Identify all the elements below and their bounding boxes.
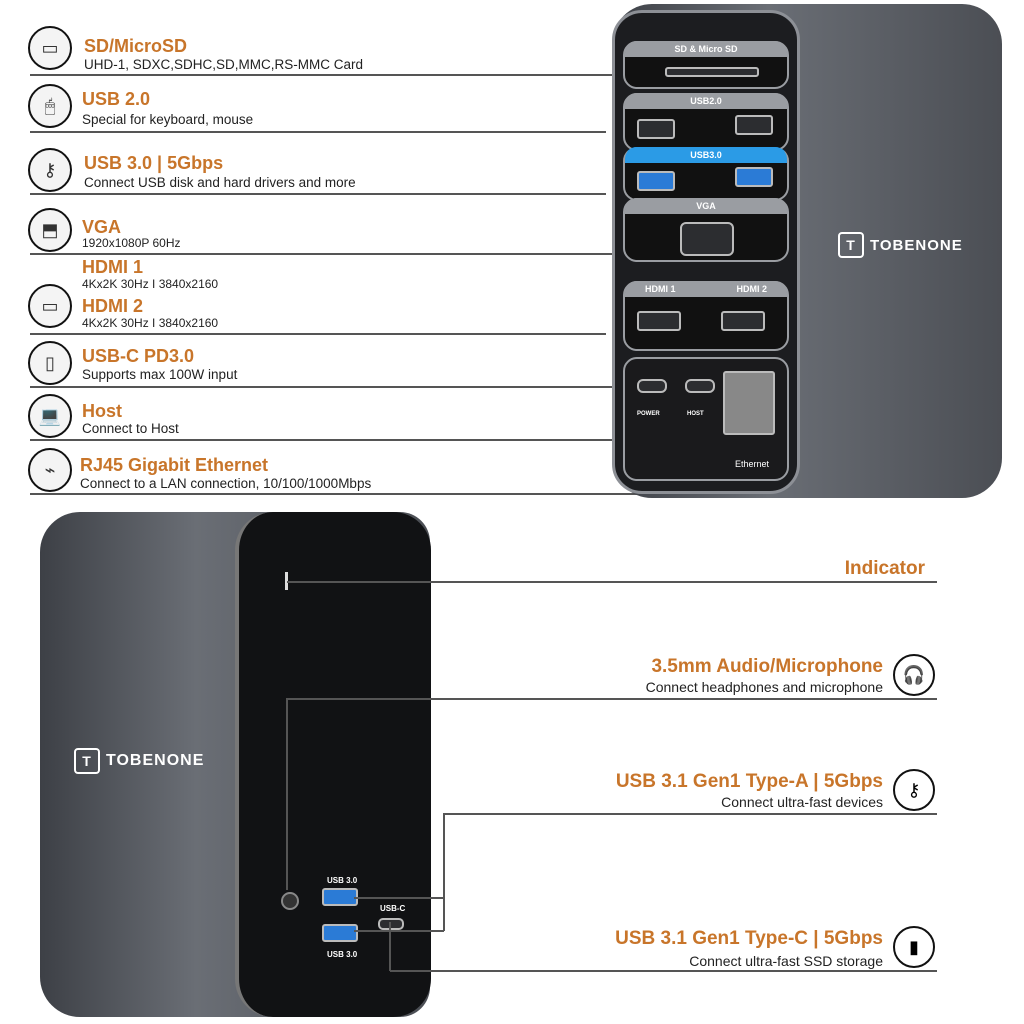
sd-slot[interactable] (665, 67, 759, 77)
feature-title: USB 3.1 Gen1 Type-A | 5Gbps (615, 771, 883, 792)
feature-title: RJ45 Gigabit Ethernet (80, 455, 269, 475)
feature-desc: Special for keyboard, mouse (82, 112, 254, 127)
feature-title: USB 2.0 (82, 89, 151, 109)
feature-title: SD/MicroSD (84, 36, 188, 56)
usb3-port[interactable] (735, 167, 773, 187)
usb-drive-icon: ⚷ (893, 769, 935, 811)
divider (30, 193, 606, 195)
usb-a-line (443, 813, 445, 931)
indicator-light (285, 572, 288, 590)
front-usb3-port[interactable] (322, 888, 358, 906)
usb-c-line (390, 970, 937, 972)
usb3-label: USB3.0 (625, 147, 787, 163)
hdmi1-port[interactable] (637, 311, 681, 331)
audio-jack[interactable] (281, 892, 299, 910)
front-usb3-port[interactable] (322, 924, 358, 942)
hdmi1-label: HDMI 1 (645, 284, 676, 294)
mouse-icon: 🖱 (28, 84, 72, 128)
usbc-power-port[interactable] (637, 379, 667, 393)
feature-desc: Connect ultra-fast devices (721, 794, 883, 810)
feature-desc: Connect headphones and microphone (645, 679, 883, 695)
usb-a-line (444, 813, 937, 815)
brand-logo: T TOBENONE (838, 232, 963, 258)
feature-desc: Connect to a LAN connection, 10/100/1000… (80, 476, 372, 491)
divider (30, 253, 630, 255)
feature-title: HDMI 1 (82, 257, 144, 277)
feature-desc: 4Kx2K 30Hz I 3840x2160 (82, 316, 219, 330)
vga-icon: ⬒ (28, 208, 72, 252)
vga-port[interactable] (680, 222, 734, 256)
feature-title: USB 3.1 Gen1 Type-C | 5Gbps (615, 928, 883, 949)
feature-title: 3.5mm Audio/Microphone (651, 656, 883, 677)
usb3-label: USB 3.0 (327, 950, 358, 959)
usb-a-line (354, 930, 444, 932)
charger-icon: ▯ (28, 341, 72, 385)
feature-title: Indicator (844, 558, 925, 579)
hdmi-icon: ▭ (28, 284, 72, 328)
usbc-host-port[interactable] (685, 379, 715, 393)
headphones-icon: 🎧 (893, 654, 935, 696)
sd-label: SD & Micro SD (625, 41, 787, 57)
logo-mark: T (838, 232, 864, 258)
ethernet-label: Ethernet (735, 459, 770, 469)
feature-title: VGA (82, 217, 122, 237)
power-label: POWER (637, 411, 660, 417)
feature-desc: Connect ultra-fast SSD storage (689, 953, 883, 969)
usb-a-line (354, 897, 444, 899)
feature-desc: Connect to Host (82, 421, 179, 436)
hdmi-labels: HDMI 1 HDMI 2 (625, 281, 787, 297)
divider (30, 131, 606, 133)
logo-mark: T (74, 748, 100, 774)
sd-card-icon: ▭ (28, 26, 72, 70)
feature-desc: 1920x1080P 60Hz (82, 236, 181, 250)
divider (30, 386, 640, 388)
ethernet-port[interactable] (723, 371, 775, 435)
usb2-label: USB2.0 (625, 93, 787, 109)
front-usbc-port[interactable] (378, 918, 404, 930)
vga-label: VGA (625, 198, 787, 214)
feature-desc: UHD-1, SDXC,SDHC,SD,MMC,RS-MMC Card (84, 57, 364, 72)
hdmi2-port[interactable] (721, 311, 765, 331)
brand-name: TOBENONE (106, 752, 205, 769)
usb-c-line (389, 922, 391, 971)
divider (30, 74, 620, 76)
audio-line (287, 698, 937, 700)
feature-title: USB-C PD3.0 (82, 346, 195, 366)
ssd-icon: ▮ (893, 926, 935, 968)
divider (30, 333, 606, 335)
feature-desc: Connect USB disk and hard drivers and mo… (84, 175, 356, 190)
host-label: HOST (687, 411, 704, 417)
divider (30, 439, 696, 441)
feature-title: USB 3.0 | 5Gbps (84, 153, 224, 173)
usb-drive-icon: ⚷ (28, 148, 72, 192)
usb2-port[interactable] (637, 119, 675, 139)
usb2-port[interactable] (735, 115, 773, 135)
brand-name: TOBENONE (870, 236, 963, 254)
usb3-port[interactable] (637, 171, 675, 191)
hdmi2-label: HDMI 2 (736, 284, 767, 294)
feature-desc: 4Kx2K 30Hz I 3840x2160 (82, 277, 219, 291)
feature-title: Host (82, 401, 122, 421)
divider (30, 493, 746, 495)
usb3-label: USB 3.0 (327, 876, 358, 885)
feature-title: HDMI 2 (82, 296, 144, 316)
audio-line (286, 698, 288, 890)
indicator-line (287, 581, 937, 583)
brand-logo-side: T TOBENONE (74, 748, 204, 774)
feature-desc: Supports max 100W input (82, 367, 238, 382)
laptop-icon: 💻 (28, 394, 72, 438)
ethernet-cable-icon: ⌁ (28, 448, 72, 492)
usbc-label: USB-C (380, 904, 406, 913)
